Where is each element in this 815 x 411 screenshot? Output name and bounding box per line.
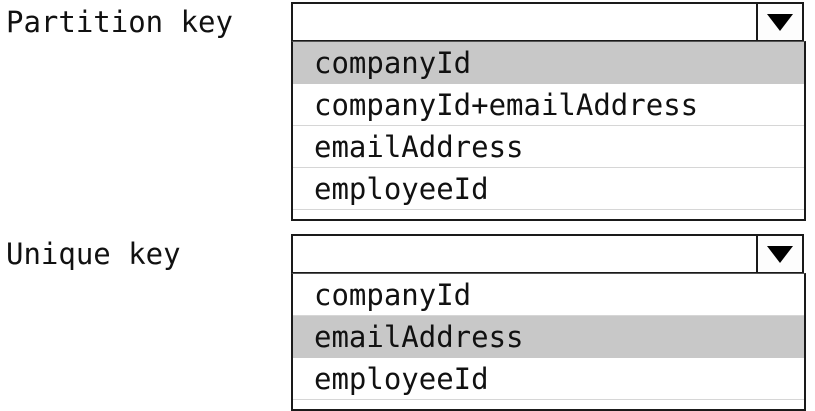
unique-key-list-bottom-padding (293, 400, 804, 409)
unique-key-label: Unique key (6, 237, 181, 271)
partition-key-label: Partition key (6, 5, 233, 39)
unique-key-option-employeeid[interactable]: employeeId (293, 358, 804, 400)
partition-key-option-emailaddress[interactable]: emailAddress (293, 126, 804, 168)
unique-key-option-list: companyId emailAddress employeeId (291, 273, 806, 411)
unique-key-option-companyid[interactable]: companyId (293, 274, 804, 316)
partition-key-selected-value[interactable] (293, 4, 756, 40)
partition-key-option-list: companyId companyId+emailAddress emailAd… (291, 41, 806, 221)
unique-key-dropdown[interactable] (291, 234, 804, 274)
partition-key-list-bottom-padding (293, 210, 804, 219)
partition-key-option-employeeid[interactable]: employeeId (293, 168, 804, 210)
partition-key-dropdown-toggle[interactable] (756, 4, 802, 40)
partition-key-option-companyid[interactable]: companyId (293, 42, 804, 84)
triangle-down-icon (767, 245, 793, 263)
unique-key-dropdown-toggle[interactable] (756, 236, 802, 272)
partition-key-dropdown[interactable] (291, 2, 804, 42)
unique-key-selected-value[interactable] (293, 236, 756, 272)
triangle-down-icon (767, 13, 793, 31)
partition-key-option-companyid-emailaddress[interactable]: companyId+emailAddress (293, 84, 804, 126)
unique-key-option-emailaddress[interactable]: emailAddress (293, 316, 804, 358)
